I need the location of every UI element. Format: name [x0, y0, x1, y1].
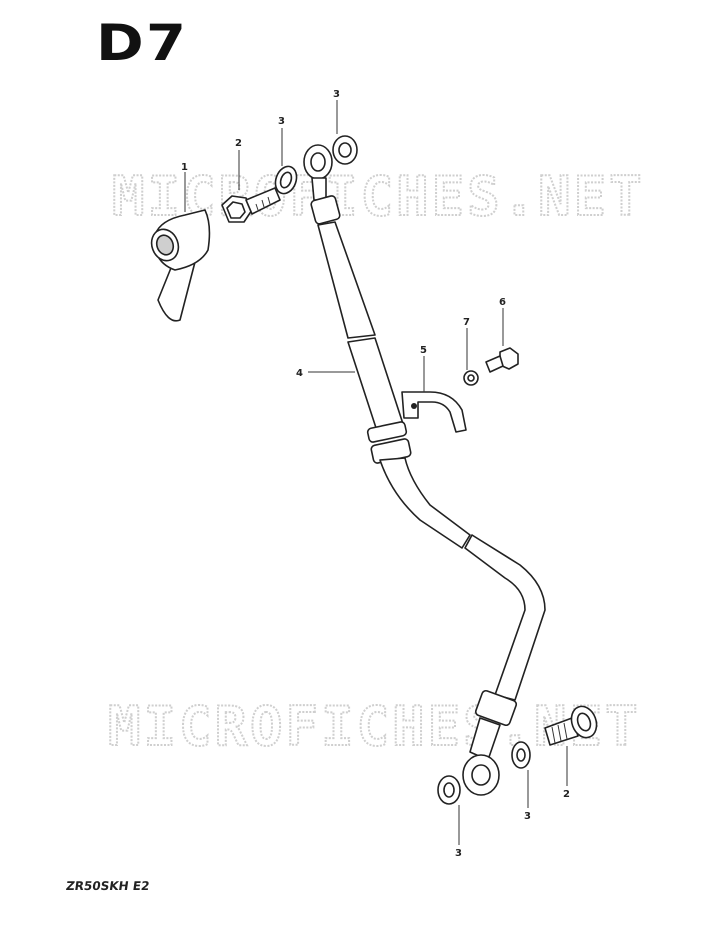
part-2-banjo-bolt-bottom: [544, 705, 598, 746]
callout-7: 7: [463, 317, 470, 328]
callout-3-top-a: 3: [278, 116, 285, 127]
callout-4: 4: [296, 368, 303, 379]
callout-1: 1: [181, 162, 188, 173]
part-3-washer-top-b: [332, 135, 358, 165]
part-5-clamp: [401, 391, 467, 433]
callout-2-bottom: 2: [563, 789, 570, 800]
callout-5: 5: [420, 345, 427, 356]
page-code: D7: [96, 14, 189, 72]
callout-3-top-b: 3: [333, 89, 340, 100]
part-3-washer-bottom-b: [511, 741, 531, 769]
part-1-boot: [150, 209, 211, 322]
callout-3-bottom-b: 3: [524, 811, 531, 822]
part-7-washer: [463, 370, 479, 386]
callout-6: 6: [499, 297, 506, 308]
part-3-washer-bottom-a: [437, 775, 461, 805]
part-3-washer-top-a: [274, 165, 298, 195]
callout-3-bottom-a: 3: [455, 848, 462, 859]
part-2-banjo-bolt-top: [221, 187, 281, 223]
part-6-bolt: [485, 347, 519, 373]
part-4-brake-hose: [303, 144, 546, 796]
callout-2-top: 2: [235, 138, 242, 149]
